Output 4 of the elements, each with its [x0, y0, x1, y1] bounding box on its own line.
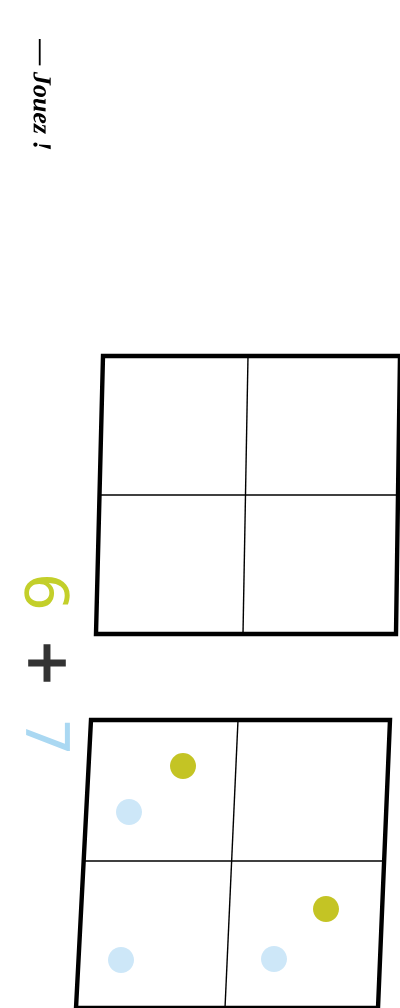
plus-sign: + [28, 644, 66, 682]
instruction-text: — Jouez ! [33, 39, 51, 150]
number: 7 [26, 722, 70, 751]
number: 6 [24, 577, 70, 608]
